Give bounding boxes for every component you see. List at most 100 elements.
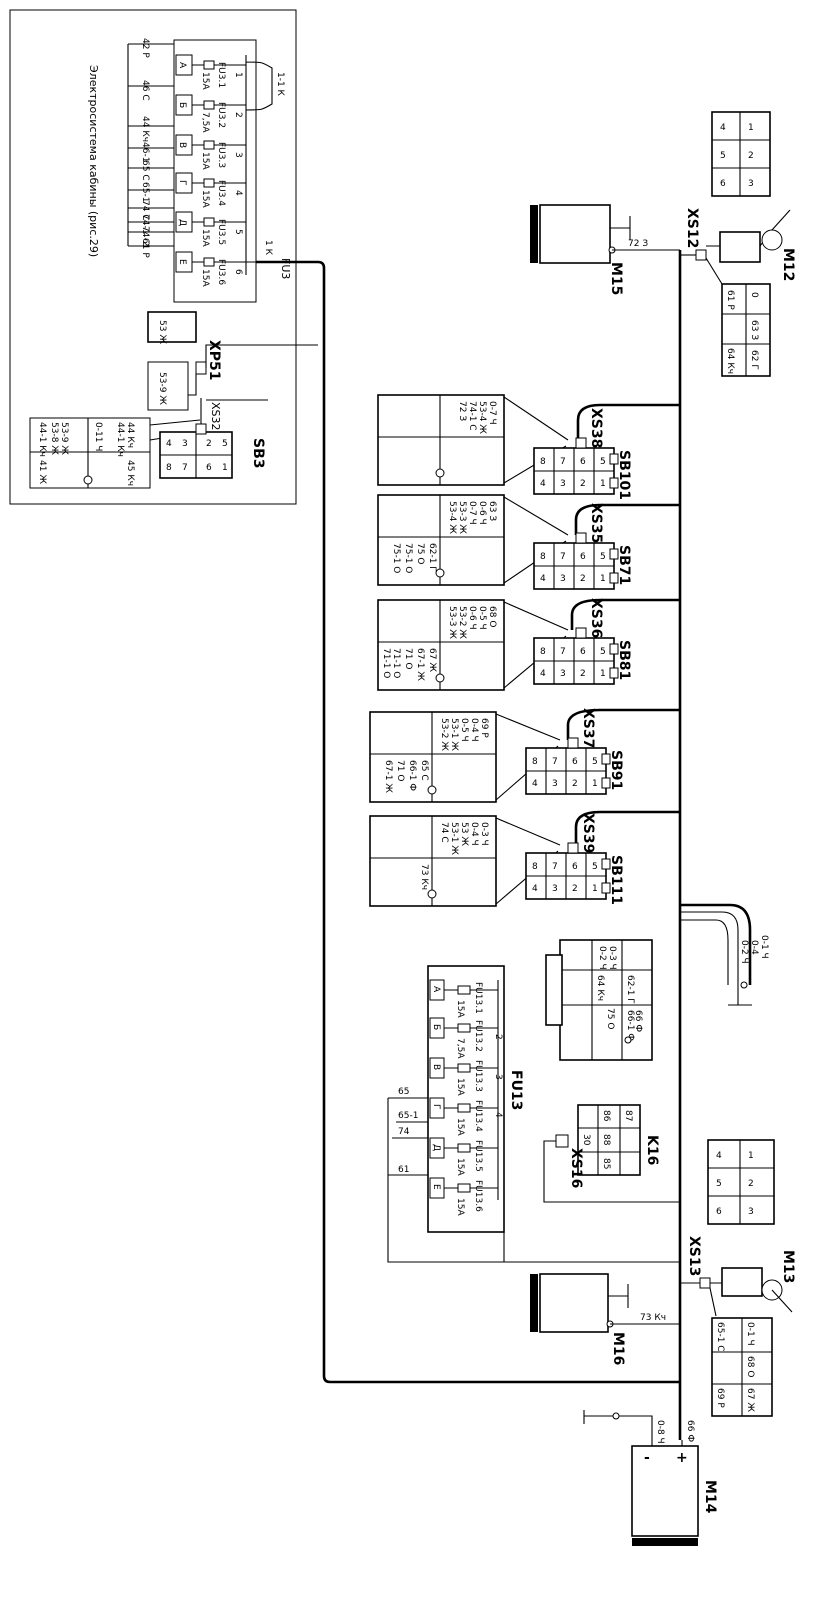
svg-text:FU13.2: FU13.2: [473, 1020, 483, 1052]
switch-pin: 5: [600, 647, 606, 657]
svg-text:15A: 15A: [455, 1078, 465, 1096]
switch-label: SB71: [616, 545, 632, 585]
switch-pin: 4: [532, 884, 538, 894]
svg-text:Г: Г: [431, 1104, 441, 1110]
fu3-6-name: FU3.6: [216, 259, 226, 285]
fu3-pin-2: 2: [233, 112, 243, 118]
switch-wire: 72 З: [457, 401, 467, 421]
xs32-label: XS32: [209, 402, 222, 431]
svg-text:15A: 15A: [455, 1158, 465, 1176]
m14-label: M14: [702, 1480, 718, 1514]
svg-text:В: В: [431, 1064, 441, 1070]
m12-label: M12: [780, 248, 796, 281]
svg-text:4: 4: [720, 123, 726, 133]
switch-pin: 1: [600, 669, 606, 679]
m15-label: M15: [608, 262, 624, 295]
switch-wire: 53-1 Ж: [449, 822, 459, 855]
switch-pin: 6: [580, 647, 586, 657]
fu3-socket-e: Е: [177, 259, 187, 265]
switch-wire: 53-4 Ж: [477, 401, 487, 434]
switch-pin: 5: [592, 862, 598, 872]
svg-text:65-1 С: 65-1 С: [715, 1322, 725, 1352]
switch-pin: 8: [532, 757, 538, 767]
switch-wire: 0-3 Ч: [479, 822, 489, 846]
switch-wire: 63 З: [487, 501, 497, 521]
svg-text:-: -: [644, 1450, 650, 1466]
svg-text:63 З: 63 З: [749, 320, 759, 340]
switch-label: SB111: [608, 855, 624, 905]
svg-text:0-1 Ч: 0-1 Ч: [745, 1322, 755, 1346]
fu13-label: FU13: [508, 1070, 524, 1110]
fu3-socket-d: Д: [177, 219, 187, 226]
switch-pin: 1: [600, 574, 606, 584]
fu3-wire-742: 74-2: [140, 226, 150, 246]
switch-pin: 8: [540, 647, 546, 657]
switch-wire: 73 Кч: [419, 864, 429, 890]
svg-text:15A: 15A: [455, 1198, 465, 1216]
svg-text:41 Ж: 41 Ж: [37, 460, 47, 484]
switch-pin: 2: [580, 479, 586, 489]
switch-pin: 3: [560, 479, 566, 489]
switch-pin: 6: [572, 862, 578, 872]
switch-pin: 7: [552, 862, 558, 872]
m13-washer: 4 1 5 2 6 3 0-1 Ч 68 О 67 Ж 65-1 С 69 Р: [680, 1139, 793, 1417]
svg-text:FU13.1: FU13.1: [473, 982, 483, 1014]
svg-text:44-1 Кч: 44-1 Кч: [115, 422, 125, 457]
svg-text:67 Ж: 67 Ж: [745, 1388, 755, 1412]
svg-text:5: 5: [720, 151, 726, 161]
svg-text:FU13.3: FU13.3: [473, 1060, 483, 1092]
switch-wire: 75-1 О: [403, 543, 413, 573]
svg-text:8: 8: [166, 463, 172, 473]
svg-text:6: 6: [206, 463, 212, 473]
xp51-socket-label: 53 Ж: [157, 320, 167, 344]
switch-wire: 71-1 О: [391, 648, 401, 678]
switch-wire: 0-5 Ч: [477, 606, 487, 630]
switch-wire: 74-1 С: [467, 401, 477, 431]
connector-label: XS38: [588, 408, 604, 448]
svg-text:+: +: [676, 1450, 688, 1466]
switch-pin: 8: [532, 862, 538, 872]
switch-wire: 74 С: [439, 822, 449, 843]
sb3-switch: 44-1 Кч 53-8 Ж 53-9 Ж 41 Ж 0-11 Ч 44-1 К…: [29, 398, 268, 489]
fu3-1-name: FU3.1: [216, 62, 226, 88]
switch-pin: 5: [592, 757, 598, 767]
fu3-5-rating: 15A: [200, 229, 210, 247]
svg-text:53-9 Ж: 53-9 Ж: [59, 422, 69, 455]
svg-text:3: 3: [493, 1074, 503, 1080]
switch-pin: 7: [560, 552, 566, 562]
switch-wire: 71-1 О: [381, 648, 391, 678]
switch-wire: 67-1 Ж: [383, 760, 393, 793]
svg-text:Д: Д: [431, 1144, 441, 1151]
switch-pin: 3: [560, 574, 566, 584]
svg-text:61 Р: 61 Р: [725, 290, 735, 310]
svg-text:0-1 Ч: 0-1 Ч: [759, 935, 769, 959]
fu3-socket-a: А: [177, 62, 187, 69]
xs16-label: XS16: [568, 1148, 584, 1188]
switch-pin: 7: [560, 647, 566, 657]
svg-text:2: 2: [206, 439, 212, 449]
fu3-2-name: FU3.2: [216, 102, 226, 128]
fu3-pin-4: 4: [233, 190, 243, 196]
xs13-label: XS13: [686, 1236, 702, 1276]
fu3-block: А Б В Г Д Е 15A 7,5A 15A 15A 15A 15A FU3…: [127, 39, 318, 303]
switch-pin: 5: [600, 552, 606, 562]
switch-pin: 3: [552, 779, 558, 789]
switch-pin: 5: [600, 457, 606, 467]
svg-text:Б: Б: [431, 1024, 441, 1030]
switch-pin: 4: [540, 479, 546, 489]
svg-text:0: 0: [749, 292, 759, 298]
svg-text:64 Кч: 64 Кч: [725, 348, 735, 374]
m15-wire: 72 З: [628, 239, 648, 249]
fu3-socket-g: Г: [177, 180, 187, 186]
switch-wire: 53-1 Ж: [449, 718, 459, 751]
switch-wire: 75-1 О: [391, 543, 401, 573]
svg-text:1: 1: [222, 463, 228, 473]
svg-text:62-1 Г: 62-1 Г: [625, 975, 635, 1004]
svg-text:65-1: 65-1: [398, 1111, 418, 1121]
fu3-3-name: FU3.3: [216, 142, 226, 168]
fu3-1-rating: 15A: [200, 72, 210, 90]
fu3-pin-1: 1: [233, 72, 243, 78]
svg-text:5: 5: [222, 439, 228, 449]
